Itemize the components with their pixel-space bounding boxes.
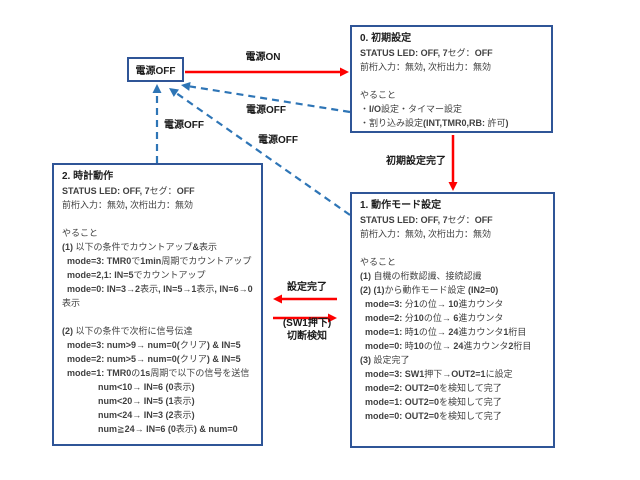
setting-complete-label: 設定完了 (SW1押下) — [265, 258, 349, 354]
init-complete-arrow — [448, 135, 458, 191]
state-title: 2. 時計動作 — [62, 171, 114, 182]
state-box-power-off: 電源OFF — [127, 57, 184, 82]
state-title: 1. 動作モード設定 — [360, 200, 442, 211]
state-title: 0. 初期設定 — [360, 33, 412, 44]
disconnect-detected-label: 切断検知 — [287, 331, 327, 342]
power-off-from-clock-label: 電源OFF — [164, 120, 204, 131]
init-complete-label: 初期設定完了 — [386, 156, 446, 167]
power-off-label: 電源OFF — [135, 66, 176, 77]
power-off-from-mode-label: 電源OFF — [258, 135, 298, 146]
power-on-arrow — [185, 67, 349, 77]
power-off-arrow-from-clock — [152, 84, 162, 163]
setting-complete-label-line1: 設定完了 — [287, 282, 327, 293]
setting-complete-label-line2: (SW1押下) — [282, 318, 332, 329]
power-on-arrow-label: 電源ON — [245, 52, 281, 63]
power-off-from-init-label: 電源OFF — [246, 105, 286, 116]
